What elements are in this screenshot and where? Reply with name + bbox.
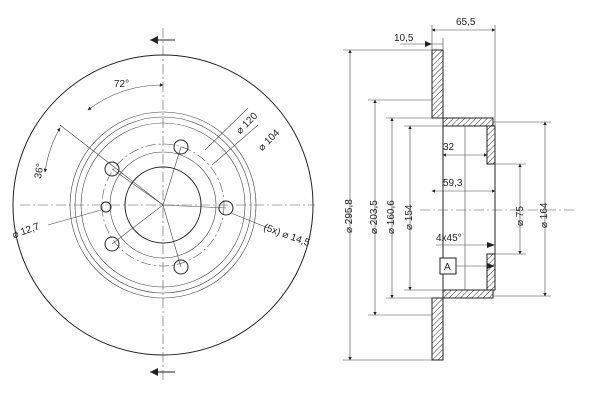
angle-arc-36 [43,127,61,173]
dia-164-label: ⌀ 164 [539,202,550,228]
dia-120-label: ⌀ 120 [234,110,260,136]
angle-arc-72 [87,83,164,111]
section-arrow-bottom [150,368,158,376]
section-arrow-top [150,36,158,44]
hat-wall-lower [442,289,494,299]
bolt-hole-1 [173,139,189,155]
radial-line-upper-left [111,168,164,206]
radial-line-bottom [162,204,182,268]
datum-label: A [444,262,451,273]
dia-14-5-label: (5x) ⌀ 14,5 [262,222,312,249]
leader-dia-14-5 [230,212,269,229]
radial-line-top [162,146,182,206]
dia-295-8-label: ⌀ 295,8 [344,199,355,233]
friction-ring-lower [431,297,444,361]
dim-59-3-label: 59,3 [443,178,463,189]
dia-154-label: ⌀ 154 [404,204,415,230]
radial-line-right [162,204,227,209]
bolt-hole-2 [218,200,234,216]
datum-arrow [487,263,495,269]
dim-10-5-label: 10,5 [394,33,414,44]
dia-160-6-label: ⌀ 160,6 [386,200,397,234]
dim-65-5-label: 65,5 [456,17,476,28]
flange-lower [486,253,496,291]
dia-104-label: ⌀ 104 [256,127,282,153]
dia-203-5-label: ⌀ 203,5 [369,200,380,234]
section-view: ⌀ 295,8 ⌀ 203,5 ⌀ 160,6 ⌀ 154 ⌀ 75 ⌀ 164… [343,17,575,361]
chamfer-label: 4x45° [436,233,462,244]
front-view: 72° 36° ⌀ 120 ⌀ 104 ⌀ 12,7 (5x) ⌀ 14,5 [11,28,315,382]
arrow-10-5 [425,41,432,47]
dia-75-label: ⌀ 75 [515,206,526,226]
hat-wall-upper [442,117,494,127]
bolt-hole-5 [104,161,120,177]
leader-dia-12-7 [47,209,102,226]
bolt-hole-4 [104,236,120,252]
arrow-chamfer [487,242,495,248]
radial-line-lower-left [111,204,164,245]
bolt-hole-3 [173,259,189,275]
angle-36-label: 36° [33,163,46,180]
leader-dia-104 [211,124,259,166]
locating-hole [100,201,112,213]
flange-upper [486,125,496,165]
leader-dia-120 [204,107,249,151]
angle-72-label: 72° [114,79,129,90]
friction-ring-upper [431,49,444,119]
dim-32-label: 32 [443,142,455,153]
radial-line-left [59,124,164,206]
dia-12-7-label: ⌀ 12,7 [11,221,42,241]
